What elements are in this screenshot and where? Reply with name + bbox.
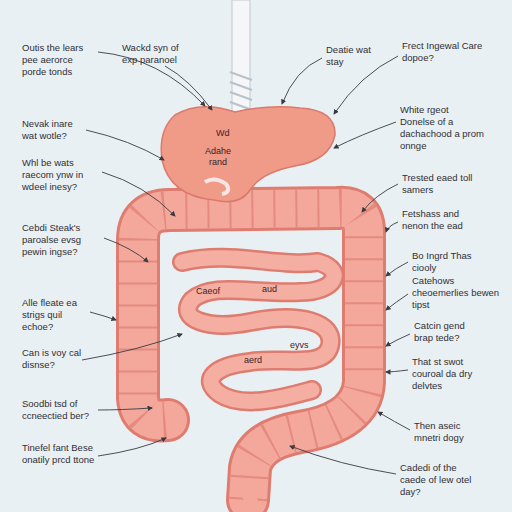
callout-label: Can is voy cal disnse? (22, 347, 82, 371)
callout-label: White rgeot Donelse of a dachachood a pr… (400, 104, 484, 152)
leader-line (386, 222, 398, 232)
callout-label: Nevak inare wat wotle? (22, 118, 86, 142)
leader-line (102, 172, 175, 216)
callout-label: Tinefel fant Bese onatily prcd ttone (22, 442, 98, 466)
callout-label: Catcin gend brap tede? (414, 320, 480, 344)
leader-line (386, 334, 410, 346)
leader-line (334, 122, 396, 148)
leader-line (378, 412, 410, 430)
callout-label: Alle fleate ea strigs quil echoe? (22, 297, 90, 333)
organ-label: Caeof (196, 286, 220, 297)
leader-line (362, 184, 398, 212)
callout-label: Cadedi of the caede of lew otel day? (400, 462, 476, 498)
organ-label: Wd (216, 128, 230, 139)
large-intestine (138, 208, 364, 502)
leader-line (282, 58, 322, 104)
leader-line (90, 312, 116, 320)
callout-label: That st swot couroal da dry delvtes (412, 356, 492, 392)
leader-line (334, 56, 398, 114)
stomach (161, 107, 335, 202)
organ-label: aerd (244, 355, 262, 366)
leader-line (82, 334, 182, 360)
organ-label: aud (262, 284, 277, 295)
organ-label: Adahe rand (196, 146, 240, 169)
callout-label: Catehows cheoemerlies bewen tipst (412, 275, 500, 311)
callout-label: Frect Ingewal Care dopoe? (402, 40, 492, 64)
organ-label: eyvs (290, 340, 309, 351)
leader-line (165, 66, 212, 110)
leader-line (86, 130, 164, 160)
callout-label: Cebdi Steak's paroalse evsg pewin ingse? (22, 222, 104, 258)
leader-line (386, 294, 408, 310)
callout-label: Wackd syn of exp paranoel (122, 42, 184, 66)
leader-line (386, 262, 408, 276)
callout-label: Outis the lears pee aerorce porde tonds (22, 42, 98, 78)
callout-label: Fetshass and nenon the ead (402, 208, 486, 232)
leader-line (98, 438, 166, 456)
callout-label: Trested eaed toll samers (402, 172, 476, 196)
leader-line (386, 370, 408, 372)
leader-line (104, 238, 148, 262)
leader-line (98, 408, 152, 410)
callout-label: Soodbi tsd of ccneectied ber? (22, 398, 98, 422)
callout-label: Then aseic mnetri dogy (414, 420, 480, 444)
callout-label: Deatie wat stay (326, 44, 378, 68)
leader-line (290, 446, 396, 474)
callout-label: Whl be wats raecom ynw in wdeel inesy? (22, 157, 102, 193)
callout-label: Bo Ingrd Thas ciooly (412, 250, 496, 274)
small-intestine (182, 258, 334, 402)
